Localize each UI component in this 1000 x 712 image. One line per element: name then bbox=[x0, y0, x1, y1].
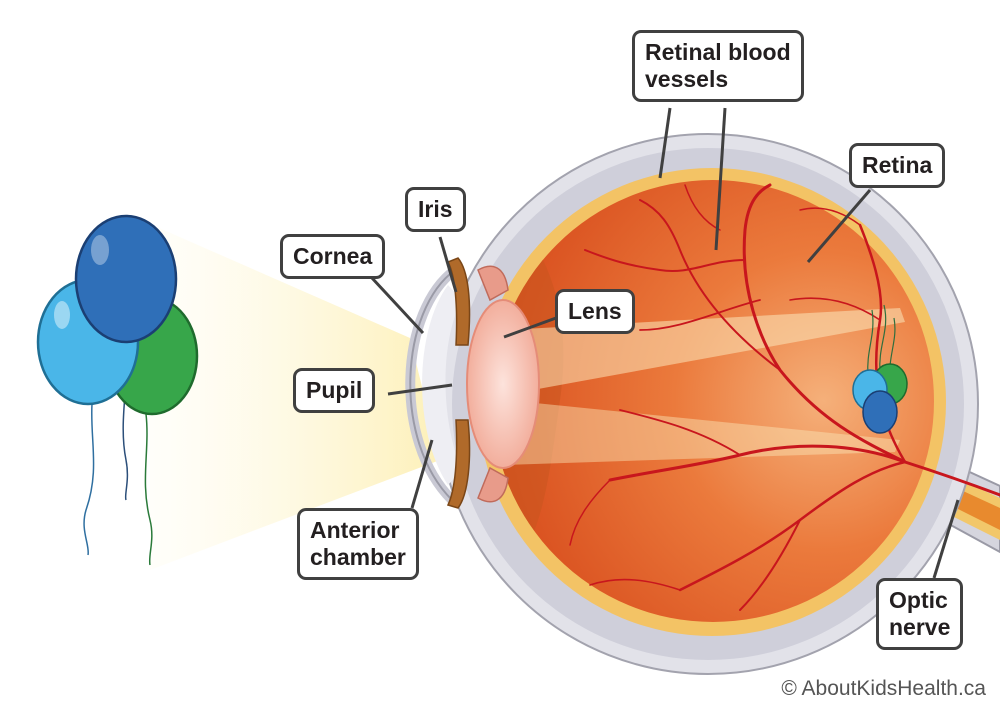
retinal-blood-vessels bbox=[569, 183, 1000, 611]
lens bbox=[466, 299, 540, 469]
label-iris: Iris bbox=[405, 187, 466, 232]
label-line: chamber bbox=[310, 544, 406, 570]
label-line: Anterior bbox=[310, 517, 400, 543]
label-lens: Lens bbox=[555, 289, 635, 334]
label-line: nerve bbox=[889, 614, 951, 640]
label-line: vessels bbox=[645, 66, 729, 92]
label-anterior-chamber: Anterior chamber bbox=[297, 508, 419, 580]
label-text: Retina bbox=[862, 152, 933, 178]
balloons bbox=[36, 214, 199, 566]
label-text: Lens bbox=[568, 298, 622, 324]
label-optic-nerve: Optic nerve bbox=[876, 578, 964, 650]
leader-lines bbox=[370, 107, 960, 579]
ciliary-body-bottom bbox=[477, 466, 509, 503]
copyright-notice: © AboutKidsHealth.ca bbox=[781, 677, 986, 700]
label-text: Pupil bbox=[306, 377, 363, 403]
label-retinal-blood-vessels: Retinal blood vessels bbox=[632, 30, 804, 102]
balloon-dark-blue bbox=[74, 214, 178, 344]
label-line: Optic bbox=[889, 587, 948, 613]
label-pupil: Pupil bbox=[293, 368, 376, 413]
label-line: Retinal blood bbox=[645, 39, 791, 65]
label-cornea: Cornea bbox=[280, 234, 386, 279]
label-retina: Retina bbox=[849, 143, 946, 188]
ciliary-body-top bbox=[477, 265, 509, 302]
label-text: Cornea bbox=[293, 243, 373, 269]
label-text: Iris bbox=[418, 196, 453, 222]
retinal-image-balloons bbox=[852, 304, 908, 434]
